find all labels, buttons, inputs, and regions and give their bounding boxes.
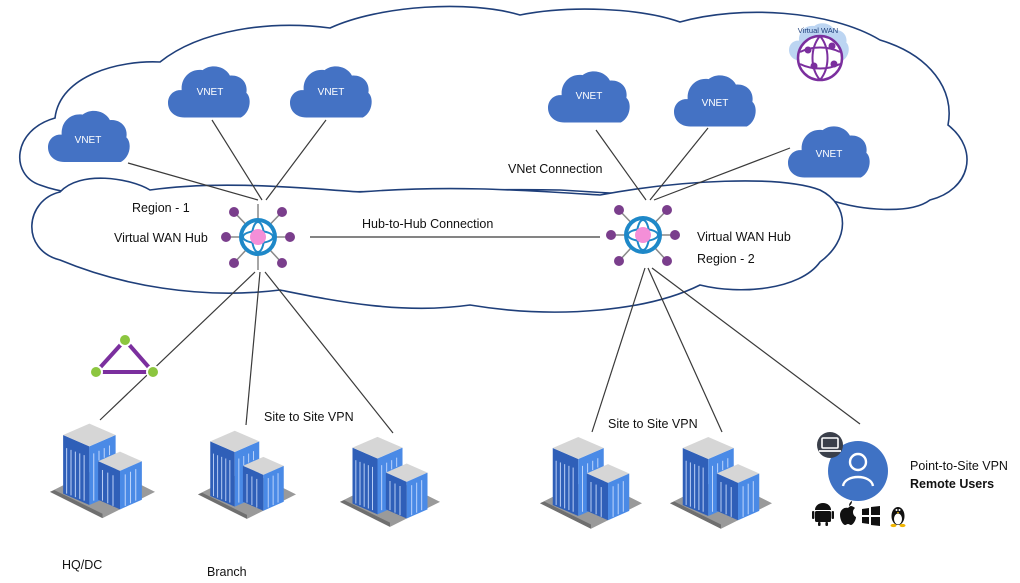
vnet-connection-label: VNet Connection xyxy=(508,162,603,176)
building-icon xyxy=(670,436,772,530)
hq-dc-label: HQ/DC xyxy=(62,558,102,572)
hub-to-hub-label: Hub-to-Hub Connection xyxy=(362,217,493,231)
vnet-label: VNET xyxy=(318,87,345,98)
vnet-cloud: VNET xyxy=(548,71,630,123)
globe-hub-icon xyxy=(221,204,295,270)
remote-users-label: Remote Users xyxy=(910,477,994,491)
building-icon xyxy=(198,430,296,520)
vnet5-link xyxy=(649,127,709,201)
vnet3-link xyxy=(265,119,327,201)
vnet-cloud: VNET xyxy=(168,66,250,118)
vnet4-link xyxy=(595,129,647,201)
vnet6-link xyxy=(653,147,791,201)
p2s-link xyxy=(651,267,861,425)
site3-link xyxy=(264,271,394,434)
site4-link xyxy=(591,267,646,433)
building-icon xyxy=(540,436,642,530)
virtual-wan-label: Virtual WAN xyxy=(798,26,838,35)
virtual-wan-hub-2: Virtual WAN Hub Region - 2 xyxy=(606,205,791,266)
point-to-site-vpn-label: Point-to-Site VPN xyxy=(910,459,1008,473)
vnet-cloud: VNET xyxy=(788,126,870,178)
hq-link xyxy=(99,271,256,421)
branch-label: Branch xyxy=(207,565,247,579)
user-icon xyxy=(841,452,875,487)
remote-user-group: Point-to-Site VPN Remote Users xyxy=(812,432,1008,528)
vnet-label: VNET xyxy=(75,135,102,146)
apple-icon xyxy=(840,501,856,525)
building-icon xyxy=(50,423,155,519)
site-to-site-vpn-left-label: Site to Site VPN xyxy=(264,410,354,424)
site5-link xyxy=(647,267,723,433)
vnet-label: VNET xyxy=(197,87,224,98)
building-icon xyxy=(340,436,440,528)
connections xyxy=(99,119,861,434)
hub-2-label: Virtual WAN Hub xyxy=(697,230,791,244)
virtual-wan-globe-icon xyxy=(796,34,844,82)
android-icon xyxy=(812,503,834,526)
windows-icon xyxy=(862,506,880,526)
vnet-label: VNET xyxy=(816,149,843,160)
site-to-site-vpn-right-label: Site to Site VPN xyxy=(608,417,698,431)
vnet2-link xyxy=(211,119,263,201)
globe-hub-icon xyxy=(606,205,680,266)
linux-icon xyxy=(890,507,906,528)
vnet-label: VNET xyxy=(576,91,603,102)
triangle-vpn-icon xyxy=(89,333,160,379)
laptop-icon xyxy=(817,432,843,458)
branch-link xyxy=(245,271,261,426)
vnet-cloud: VNET xyxy=(48,110,130,163)
vnet1-link xyxy=(127,162,259,201)
region-2-label: Region - 2 xyxy=(697,252,755,266)
virtual-wan-badge: Virtual WAN xyxy=(789,23,849,82)
vnet-cloud: VNET xyxy=(290,66,372,118)
region-1-label: Region - 1 xyxy=(132,201,190,215)
hub-1-label: Virtual WAN Hub xyxy=(114,231,208,245)
vnet-label: VNET xyxy=(702,98,729,109)
vnet-cloud: VNET xyxy=(674,75,756,127)
virtual-wan-hub-1: Region - 1 Virtual WAN Hub xyxy=(114,201,295,270)
